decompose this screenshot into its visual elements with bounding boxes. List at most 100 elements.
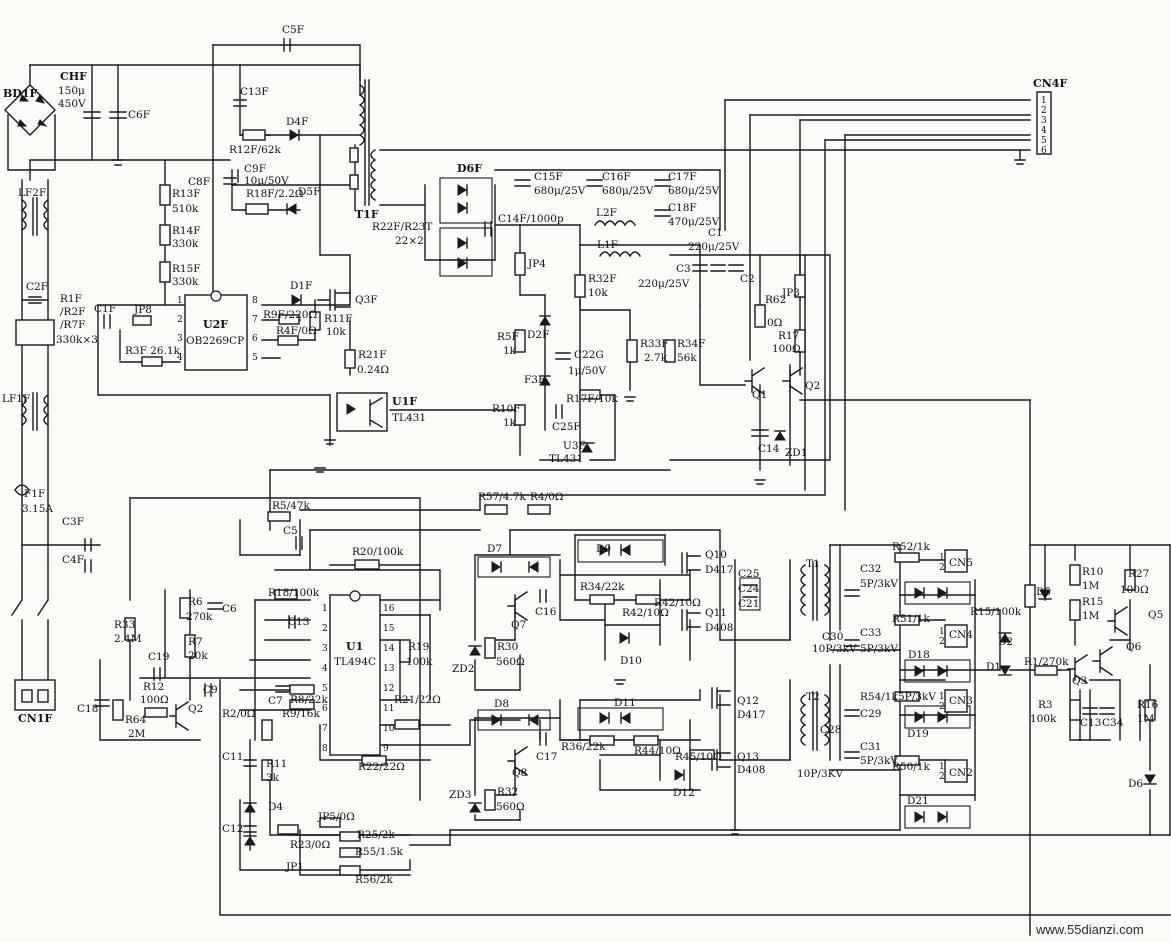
u2f-pin: 3 bbox=[177, 334, 183, 344]
label-cn3: CN3 bbox=[949, 695, 973, 707]
label-c18: C18 bbox=[77, 703, 98, 715]
label-cn1f: CN1F bbox=[18, 712, 52, 725]
label-r64-value: 2M bbox=[128, 728, 146, 740]
transformer-t1f bbox=[349, 79, 377, 206]
label-r10f: R10F bbox=[492, 403, 521, 415]
label-c13f: C13F bbox=[240, 86, 269, 98]
u1-pin: 1 bbox=[322, 604, 328, 614]
label-c29: C29 bbox=[860, 708, 881, 720]
label-d408-a: D408 bbox=[705, 622, 733, 634]
label-r11-value: 3k bbox=[266, 772, 280, 784]
label-jp4: JP4 bbox=[527, 258, 546, 270]
choke-lf2f bbox=[20, 197, 50, 236]
cn4f-pin: 4 bbox=[1041, 126, 1047, 136]
label-r20: R20/100k bbox=[352, 546, 404, 558]
cn4f-pin: 6 bbox=[1041, 146, 1047, 156]
label-q8: Q8 bbox=[512, 767, 527, 779]
u1-pin: 11 bbox=[383, 704, 394, 714]
label-d2f: D2F bbox=[527, 329, 549, 341]
label-r5: R5/47k bbox=[272, 500, 310, 512]
label-q3f: Q3F bbox=[355, 294, 378, 306]
label-c1f: C1F bbox=[94, 303, 116, 315]
label-u2f-part: OB2269CP bbox=[186, 335, 244, 347]
label-jp3: JP3 bbox=[781, 287, 800, 299]
u1-pin: 14 bbox=[383, 644, 395, 654]
label-jp1: JP1 bbox=[285, 861, 304, 873]
label-r1f: R1F bbox=[60, 293, 82, 305]
label-r32f-value: 10k bbox=[588, 287, 608, 299]
label-r15f-value: 330k bbox=[172, 276, 199, 288]
label-r13f: R13F bbox=[172, 188, 201, 200]
label-c1: C1 bbox=[708, 227, 723, 239]
label-q10: Q10 bbox=[705, 549, 727, 561]
u1-pin: 15 bbox=[383, 624, 395, 634]
label-chf-value1: 150μ bbox=[58, 85, 85, 97]
label-d12: D12 bbox=[673, 787, 695, 799]
label-d18: D18 bbox=[908, 649, 930, 661]
label-r14f: R14F bbox=[172, 225, 201, 237]
label-r21f-value: 0.24Ω bbox=[357, 364, 389, 376]
label-q7: Q7 bbox=[511, 619, 526, 631]
label-r3-value: 100k bbox=[1030, 713, 1057, 725]
wires bbox=[7, 44, 1171, 936]
label-r44: R44/10Ω bbox=[634, 745, 681, 757]
cn3-pin: 1 bbox=[939, 692, 945, 702]
label-t1: T1 bbox=[806, 558, 820, 570]
label-u1f-part: TL431 bbox=[392, 412, 426, 424]
label-r33: R33 bbox=[114, 619, 135, 631]
label-d1: D1 bbox=[986, 661, 1001, 673]
label-r3: R3 bbox=[1038, 699, 1053, 711]
label-q13: Q13 bbox=[737, 751, 759, 763]
label-r34f-value: 56k bbox=[677, 352, 697, 364]
label-r18: R18/100k bbox=[268, 587, 320, 599]
u2f-pin: 4 bbox=[177, 353, 183, 363]
u1-pin: 3 bbox=[322, 644, 328, 654]
label-r50: R50/1k bbox=[892, 761, 930, 773]
label-c9: C9 bbox=[203, 684, 218, 696]
label-r2f: /R2F bbox=[60, 306, 85, 318]
label-c32: C32 bbox=[860, 563, 881, 575]
label-r15b: R15 bbox=[1082, 596, 1103, 608]
label-r17-value: 100Ω bbox=[772, 343, 801, 355]
label-c30: C30 bbox=[822, 631, 843, 643]
label-q11: Q11 bbox=[705, 607, 727, 619]
label-u2f: U2F bbox=[203, 318, 228, 331]
label-c18f-value: 470μ/25V bbox=[668, 216, 720, 228]
label-q2: Q2 bbox=[188, 703, 203, 715]
label-r9: R9/16k bbox=[282, 708, 320, 720]
label-jp5: JP5/0Ω bbox=[317, 811, 355, 823]
label-r21f: R21F bbox=[358, 349, 387, 361]
label-d1f: D1F bbox=[290, 280, 312, 292]
label-d2: D2 bbox=[998, 636, 1013, 648]
u1-pin: 9 bbox=[383, 744, 389, 754]
label-c33: C33 bbox=[860, 627, 881, 639]
label-d10: D10 bbox=[620, 655, 642, 667]
label-d5f: D5F bbox=[298, 186, 320, 198]
label-r1: R1/270k bbox=[1024, 656, 1069, 668]
label-q3: Q3 bbox=[1072, 675, 1087, 687]
cn5-pin: 2 bbox=[939, 563, 945, 573]
label-c3-value: 220μ/25V bbox=[638, 278, 690, 290]
label-r62: R62 bbox=[765, 294, 786, 306]
label-r45: R45/10Ω bbox=[675, 751, 722, 763]
label-r5f: R5F bbox=[497, 331, 519, 343]
u1-pin: 8 bbox=[322, 744, 328, 754]
label-r23: R23/0Ω bbox=[290, 839, 330, 851]
label-r10-value: 1M bbox=[1082, 580, 1100, 592]
label-r27: R27 bbox=[1128, 568, 1149, 580]
u2f-pin: 5 bbox=[252, 353, 258, 363]
label-c24: C24 bbox=[738, 583, 760, 595]
u1-pin: 13 bbox=[383, 664, 395, 674]
label-c6: C6 bbox=[222, 603, 237, 615]
label-u3f-part: TL431 bbox=[549, 453, 583, 465]
label-c16: C16 bbox=[535, 606, 557, 618]
label-r13f-value: 510k bbox=[172, 203, 199, 215]
label-r16: R16 bbox=[1137, 699, 1159, 711]
label-r30: R30 bbox=[497, 641, 518, 653]
label-c16f-value: 680μ/25V bbox=[602, 185, 654, 197]
label-cn2: CN2 bbox=[949, 767, 973, 779]
label-r22f: R22F/R23T bbox=[372, 221, 432, 233]
label-r18f: R18F/2.2Ω bbox=[246, 188, 304, 200]
cn4f-pin: 1 bbox=[1041, 96, 1047, 106]
